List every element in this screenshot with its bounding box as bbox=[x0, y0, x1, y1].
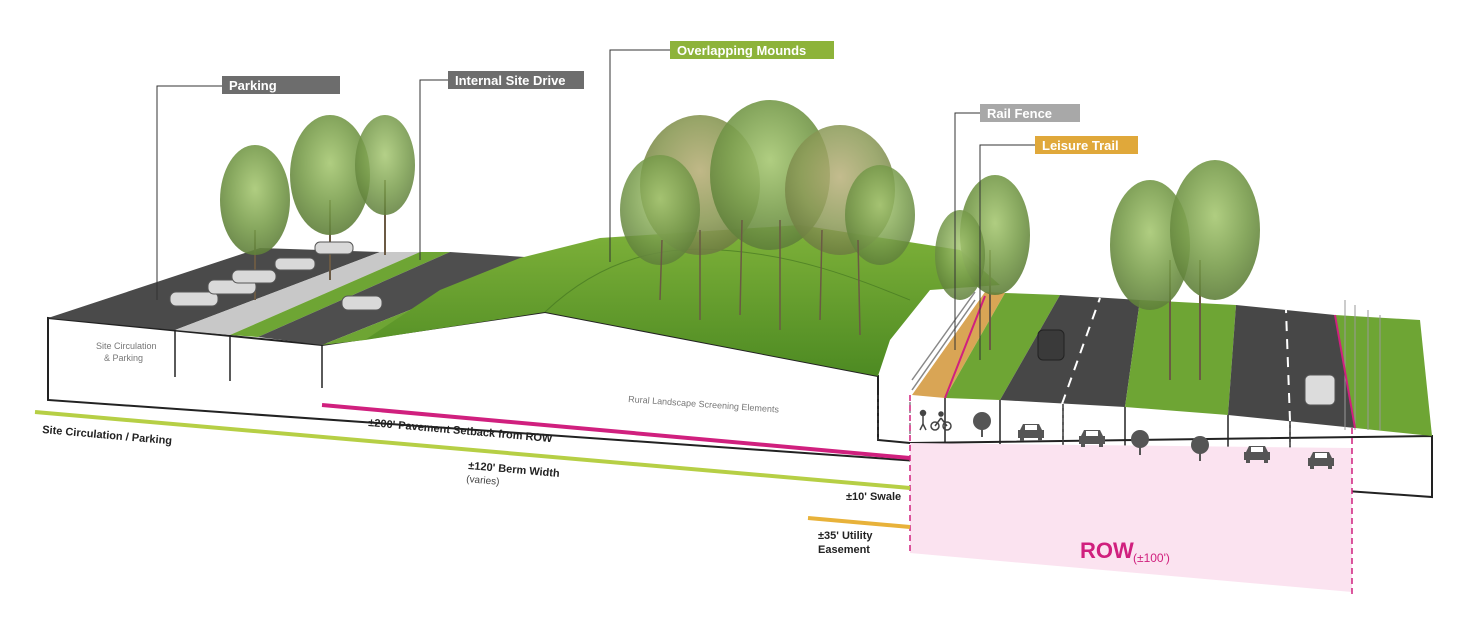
sidewalk-strip bbox=[175, 252, 420, 335]
site-circulation-label-2: & Parking bbox=[104, 353, 143, 363]
row-sub-label: (±100') bbox=[1133, 551, 1170, 565]
internal-site-drive-callout: Internal Site Drive bbox=[448, 71, 584, 89]
tree-icon bbox=[973, 412, 991, 437]
utility-easement-label-1: ±35' Utility bbox=[818, 530, 873, 542]
lane-stripe-1 bbox=[1061, 297, 1101, 405]
utility-easement-label-2: Easement bbox=[818, 544, 870, 556]
leisure-trail-surface bbox=[912, 292, 1005, 398]
pavement-setback-dim-line bbox=[321, 403, 911, 460]
row-zone bbox=[910, 443, 1352, 592]
road-cars bbox=[1037, 329, 1336, 406]
callout-leaders bbox=[156, 49, 1035, 360]
trees-mounds bbox=[620, 100, 915, 336]
rail-fence-magenta bbox=[944, 295, 986, 399]
berm-varies-label: (varies) bbox=[466, 474, 500, 488]
overlapping-mounds-label: Overlapping Mounds bbox=[677, 43, 806, 58]
right-fence bbox=[1344, 300, 1381, 430]
trees-parking bbox=[220, 115, 415, 300]
grass-strip-left bbox=[230, 252, 450, 337]
site-circulation-dim-label: Site Circulation / Parking bbox=[42, 424, 173, 447]
parking-callout-label: Parking bbox=[229, 78, 277, 93]
berm-mound bbox=[365, 225, 1000, 376]
trees-trail bbox=[935, 175, 1030, 350]
utility-easement-dim-line bbox=[807, 516, 911, 529]
row-label: ROW bbox=[1080, 538, 1134, 563]
rail-fence bbox=[911, 291, 976, 391]
car-icon bbox=[1308, 452, 1334, 469]
overlapping-mounds-callout: Overlapping Mounds bbox=[670, 41, 834, 59]
row-boundary-top-right bbox=[1334, 314, 1356, 429]
trees-median bbox=[1110, 160, 1260, 380]
site-circulation-label-1: Site Circulation bbox=[96, 341, 157, 351]
tree-icon bbox=[1131, 430, 1149, 455]
rail-fence-label: Rail Fence bbox=[987, 106, 1052, 121]
car-icon bbox=[1018, 424, 1044, 441]
leisure-trail-callout: Leisure Trail bbox=[1035, 136, 1138, 154]
median-grass bbox=[1125, 300, 1236, 415]
parked-cars bbox=[169, 241, 383, 311]
rail-fence-callout: Rail Fence bbox=[980, 104, 1080, 122]
tree-icon bbox=[1191, 436, 1209, 461]
lane-stripe-2 bbox=[1285, 309, 1291, 422]
parking-callout: Parking bbox=[222, 76, 340, 94]
car-icon bbox=[1079, 430, 1105, 447]
internal-drive-surface bbox=[258, 252, 540, 345]
internal-site-drive-label: Internal Site Drive bbox=[455, 73, 566, 88]
grass-strip-right bbox=[1335, 315, 1432, 436]
car-icon bbox=[1244, 446, 1270, 463]
site-circulation-dim-line bbox=[34, 410, 911, 490]
leisure-trail-label: Leisure Trail bbox=[1042, 138, 1119, 153]
swale-dim-label: ±10' Swale bbox=[846, 491, 901, 503]
pedestrian-bike-icon bbox=[919, 409, 952, 431]
road-lanes-1 bbox=[1000, 295, 1140, 407]
grass-strip-trail bbox=[945, 293, 1060, 400]
